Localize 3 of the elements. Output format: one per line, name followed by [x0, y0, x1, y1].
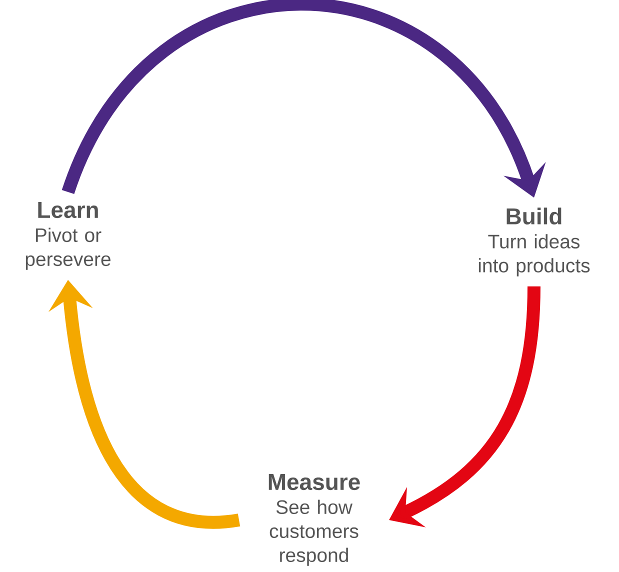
step-label: Learn Pivot or persevere — [26, 202, 110, 270]
step-label: Build Turn ideas into products — [478, 208, 590, 276]
step-label: Measure See how customers respond — [268, 474, 360, 566]
